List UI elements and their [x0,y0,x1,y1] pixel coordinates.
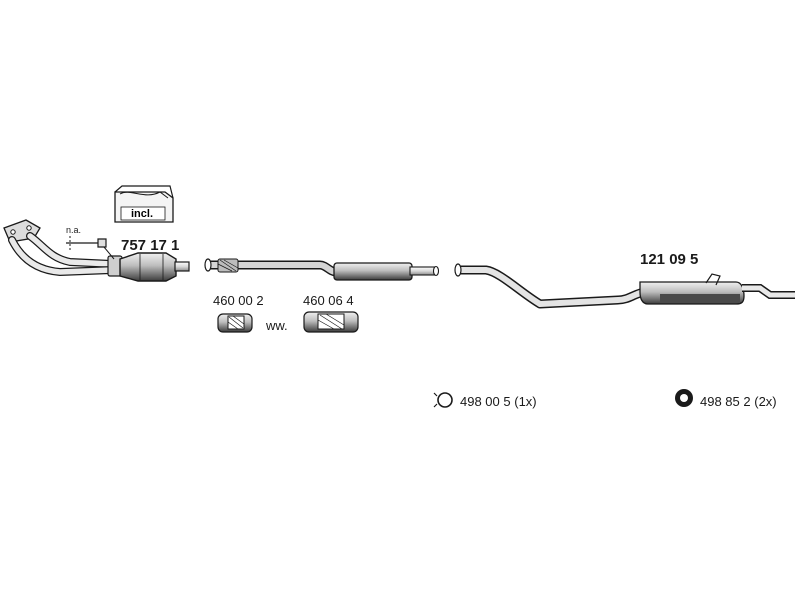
flex-connector-460002[interactable] [217,313,253,333]
lambda-sensor [66,238,107,248]
alternative-note: ww. [266,318,288,333]
rubber-mount-ring-icon [433,392,453,408]
mount-2-number: 498 85 2 [700,394,751,409]
mount-2-qty: (2x) [754,394,777,409]
part-number-flex-b[interactable]: 460 06 4 [303,293,354,308]
part-number-flex-a[interactable]: 460 00 2 [213,293,264,308]
front-pipe-catalytic-assembly[interactable] [3,219,190,282]
flex-connector-460064[interactable] [303,311,359,333]
not-applicable-note: n.a. [66,225,82,235]
rear-pipe-assembly[interactable] [454,263,795,309]
center-silencer [333,262,413,281]
rear-silencer-hanger [705,273,721,286]
fitting-kit-box[interactable] [114,185,174,223]
kit-label: incl. [131,208,154,220]
mount-1-number: 498 00 5 [460,394,511,409]
mount-1-label[interactable]: 498 00 5 (1x) [460,395,537,408]
rubber-mount-donut-icon [675,389,693,407]
mount-1-qty: (1x) [514,394,537,409]
part-number-rear-silencer[interactable]: 121 09 5 [640,251,699,268]
catalytic-converter [119,252,177,282]
middle-pipe-assembly[interactable] [204,258,440,281]
part-number-catalytic[interactable]: 757 17 1 [121,237,180,254]
mount-2-label[interactable]: 498 85 2 (2x) [700,395,777,408]
